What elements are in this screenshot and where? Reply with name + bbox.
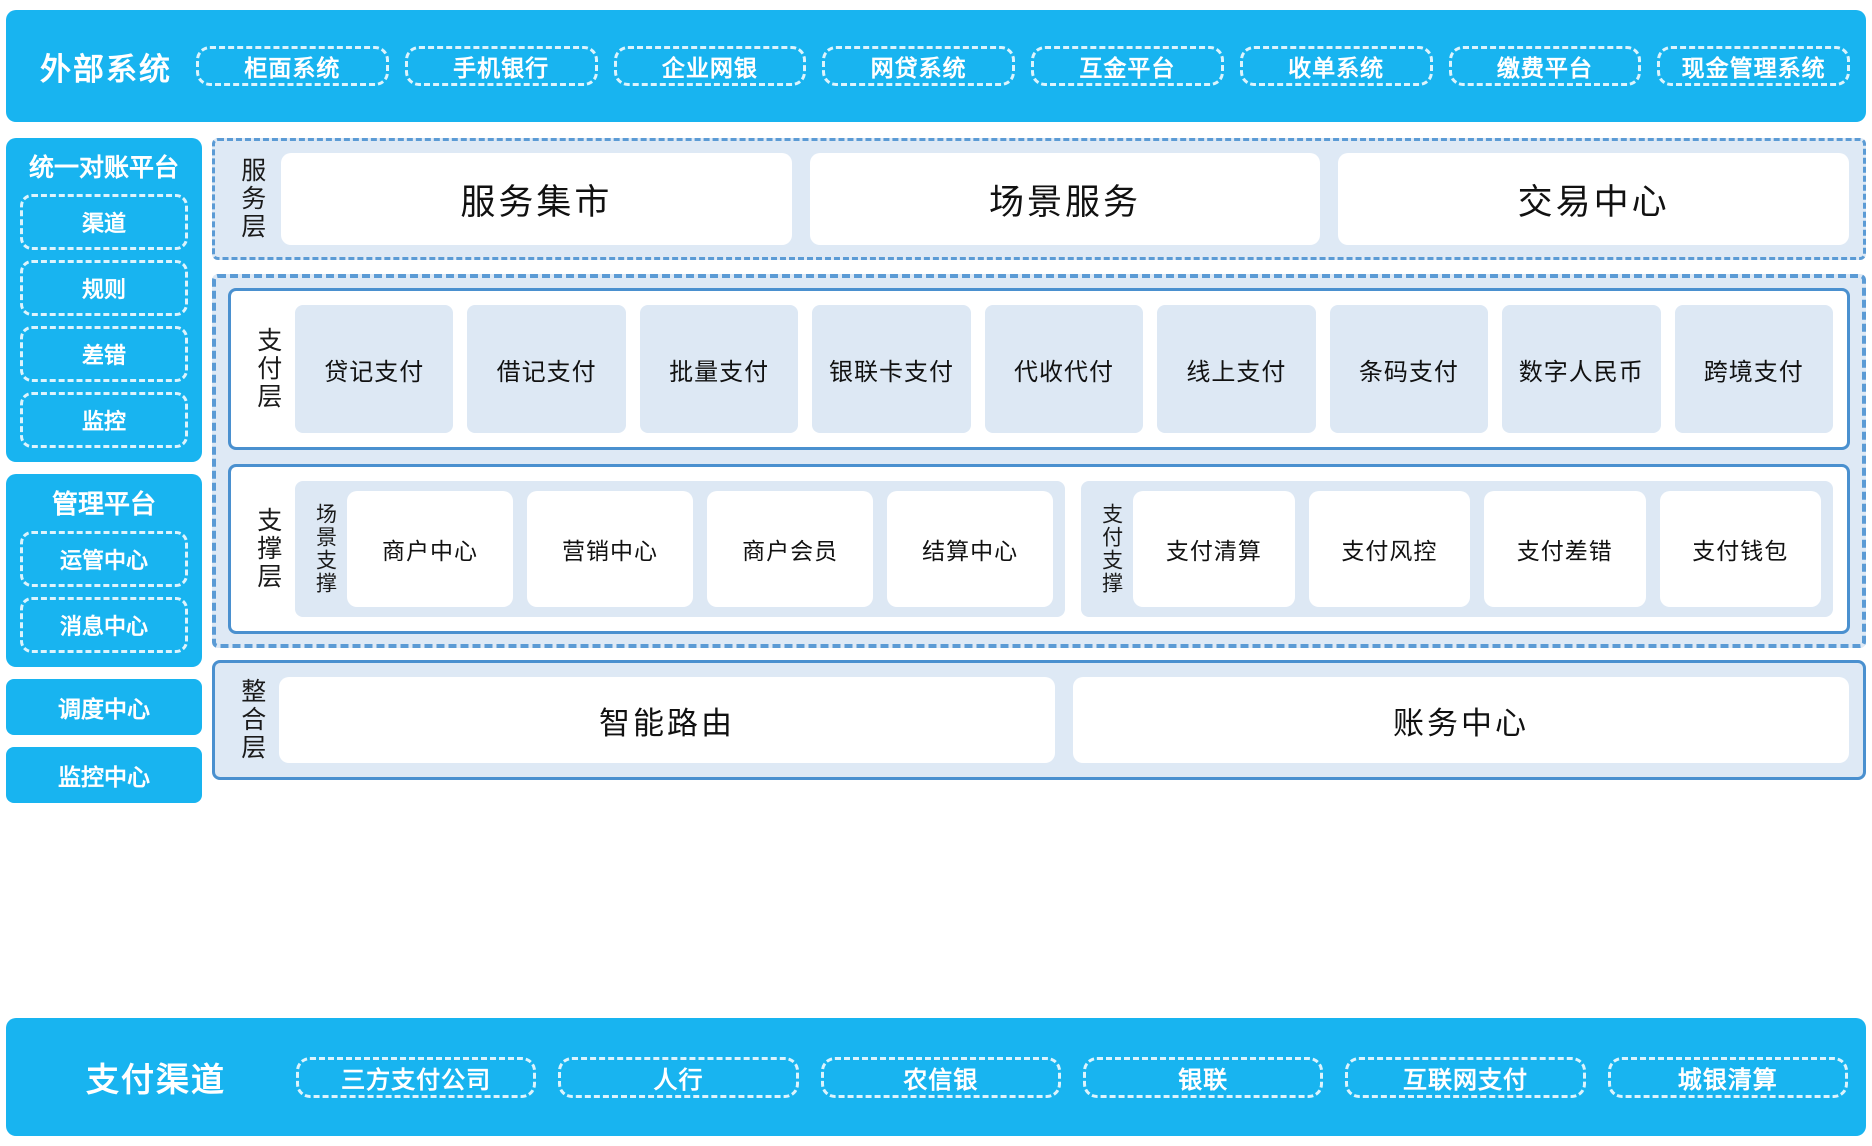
- payment-card[interactable]: 代收代付: [985, 305, 1143, 433]
- sidebar-item-operations-center[interactable]: 运管中心: [20, 531, 188, 587]
- support-group-payment-cards: 支付清算 支付风控 支付差错 支付钱包: [1129, 491, 1821, 607]
- support-layer-groups: 场景支撑 商户中心 营销中心 商户会员 结算中心 支付支撑 支付清算 支付风控: [289, 481, 1833, 617]
- sidebar-item-channel[interactable]: 渠道: [20, 194, 188, 250]
- external-system-chip[interactable]: 企业网银: [614, 46, 807, 86]
- payment-channel-chip[interactable]: 三方支付公司: [296, 1057, 536, 1098]
- support-group-payment-label: 支付支撑: [1093, 491, 1129, 607]
- service-layer-group: 服务层 服务集市 场景服务 交易中心: [212, 138, 1866, 260]
- payment-channels-title: 支付渠道: [16, 1053, 296, 1101]
- support-card[interactable]: 结算中心: [887, 491, 1053, 607]
- payment-channel-chip[interactable]: 人行: [558, 1057, 798, 1098]
- external-system-chip[interactable]: 收单系统: [1240, 46, 1433, 86]
- sidebar-item-message-center[interactable]: 消息中心: [20, 597, 188, 653]
- external-system-chip[interactable]: 缴费平台: [1449, 46, 1642, 86]
- integration-layer-label: 整合层: [229, 677, 273, 763]
- payment-card[interactable]: 跨境支付: [1675, 305, 1833, 433]
- payment-layer-label: 支付层: [245, 305, 289, 433]
- payment-card[interactable]: 借记支付: [467, 305, 625, 433]
- management-platform-title: 管理平台: [20, 484, 188, 521]
- external-system-chip[interactable]: 互金平台: [1031, 46, 1224, 86]
- service-card-scenario[interactable]: 场景服务: [810, 153, 1321, 245]
- payment-card[interactable]: 贷记支付: [295, 305, 453, 433]
- payment-card[interactable]: 批量支付: [640, 305, 798, 433]
- integration-layer-panel: 整合层 智能路由 账务中心: [212, 660, 1866, 780]
- support-group-scenario-cards: 商户中心 营销中心 商户会员 结算中心: [343, 491, 1053, 607]
- sidebar-item-monitoring-center[interactable]: 监控中心: [6, 747, 202, 803]
- external-systems-bar: 外部系统 柜面系统 手机银行 企业网银 网贷系统 互金平台 收单系统 缴费平台 …: [6, 10, 1866, 122]
- sidebar-item-error[interactable]: 差错: [20, 326, 188, 382]
- payment-card[interactable]: 线上支付: [1157, 305, 1315, 433]
- external-system-chip[interactable]: 现金管理系统: [1657, 46, 1850, 86]
- external-systems-title: 外部系统: [16, 44, 196, 89]
- reconciliation-platform-title: 统一对账平台: [20, 148, 188, 184]
- support-card[interactable]: 支付钱包: [1660, 491, 1821, 607]
- payment-channels-bar: 支付渠道 三方支付公司 人行 农信银 银联 互联网支付 城银清算: [6, 1018, 1866, 1136]
- management-platform-panel: 管理平台 运管中心 消息中心: [6, 474, 202, 667]
- reconciliation-platform-panel: 统一对账平台 渠道 规则 差错 监控: [6, 138, 202, 462]
- service-layer-cards: 服务集市 场景服务 交易中心: [273, 153, 1849, 245]
- payment-card[interactable]: 条码支付: [1330, 305, 1488, 433]
- payment-card[interactable]: 数字人民币: [1502, 305, 1660, 433]
- payment-channel-chip[interactable]: 城银清算: [1608, 1057, 1848, 1098]
- support-card[interactable]: 支付风控: [1309, 491, 1470, 607]
- left-sidebar: 统一对账平台 渠道 规则 差错 监控 管理平台 运管中心 消息中心 调度中心 监…: [6, 138, 202, 988]
- support-layer-panel: 支撑层 场景支撑 商户中心 营销中心 商户会员 结算中心 支付支撑: [228, 464, 1850, 634]
- sidebar-item-rules[interactable]: 规则: [20, 260, 188, 316]
- external-system-chip[interactable]: 手机银行: [405, 46, 598, 86]
- payment-layer-panel: 支付层 贷记支付 借记支付 批量支付 银联卡支付 代收代付 线上支付 条码支付 …: [228, 288, 1850, 450]
- support-card[interactable]: 营销中心: [527, 491, 693, 607]
- external-system-chip[interactable]: 柜面系统: [196, 46, 389, 86]
- service-card-marketplace[interactable]: 服务集市: [281, 153, 792, 245]
- payment-channels-items: 三方支付公司 人行 农信银 银联 互联网支付 城银清算: [296, 1057, 1848, 1098]
- payment-layer-cards: 贷记支付 借记支付 批量支付 银联卡支付 代收代付 线上支付 条码支付 数字人民…: [289, 305, 1833, 433]
- support-group-scenario: 场景支撑 商户中心 营销中心 商户会员 结算中心: [295, 481, 1065, 617]
- external-systems-items: 柜面系统 手机银行 企业网银 网贷系统 互金平台 收单系统 缴费平台 现金管理系…: [196, 46, 1850, 86]
- payment-channel-chip[interactable]: 互联网支付: [1345, 1057, 1585, 1098]
- payment-channel-chip[interactable]: 农信银: [821, 1057, 1061, 1098]
- payment-channel-chip[interactable]: 银联: [1083, 1057, 1323, 1098]
- platform-layers: 服务层 服务集市 场景服务 交易中心 支付层 贷记支付 借记支付 批量支付 银联…: [212, 138, 1866, 1000]
- support-card[interactable]: 支付差错: [1484, 491, 1645, 607]
- support-card[interactable]: 商户中心: [347, 491, 513, 607]
- support-layer-label: 支撑层: [245, 481, 289, 617]
- support-group-scenario-label: 场景支撑: [307, 491, 343, 607]
- service-card-transaction[interactable]: 交易中心: [1338, 153, 1849, 245]
- integration-layer-cards: 智能路由 账务中心: [273, 677, 1849, 763]
- support-card[interactable]: 支付清算: [1133, 491, 1294, 607]
- external-system-chip[interactable]: 网贷系统: [822, 46, 1015, 86]
- support-group-payment: 支付支撑 支付清算 支付风控 支付差错 支付钱包: [1081, 481, 1833, 617]
- integration-card-smart-routing[interactable]: 智能路由: [279, 677, 1055, 763]
- sidebar-item-monitor[interactable]: 监控: [20, 392, 188, 448]
- payment-card[interactable]: 银联卡支付: [812, 305, 970, 433]
- integration-card-accounting[interactable]: 账务中心: [1073, 677, 1849, 763]
- service-layer-label: 服务层: [229, 153, 273, 245]
- support-card[interactable]: 商户会员: [707, 491, 873, 607]
- core-layers-group: 支付层 贷记支付 借记支付 批量支付 银联卡支付 代收代付 线上支付 条码支付 …: [212, 274, 1866, 648]
- sidebar-item-scheduling-center[interactable]: 调度中心: [6, 679, 202, 735]
